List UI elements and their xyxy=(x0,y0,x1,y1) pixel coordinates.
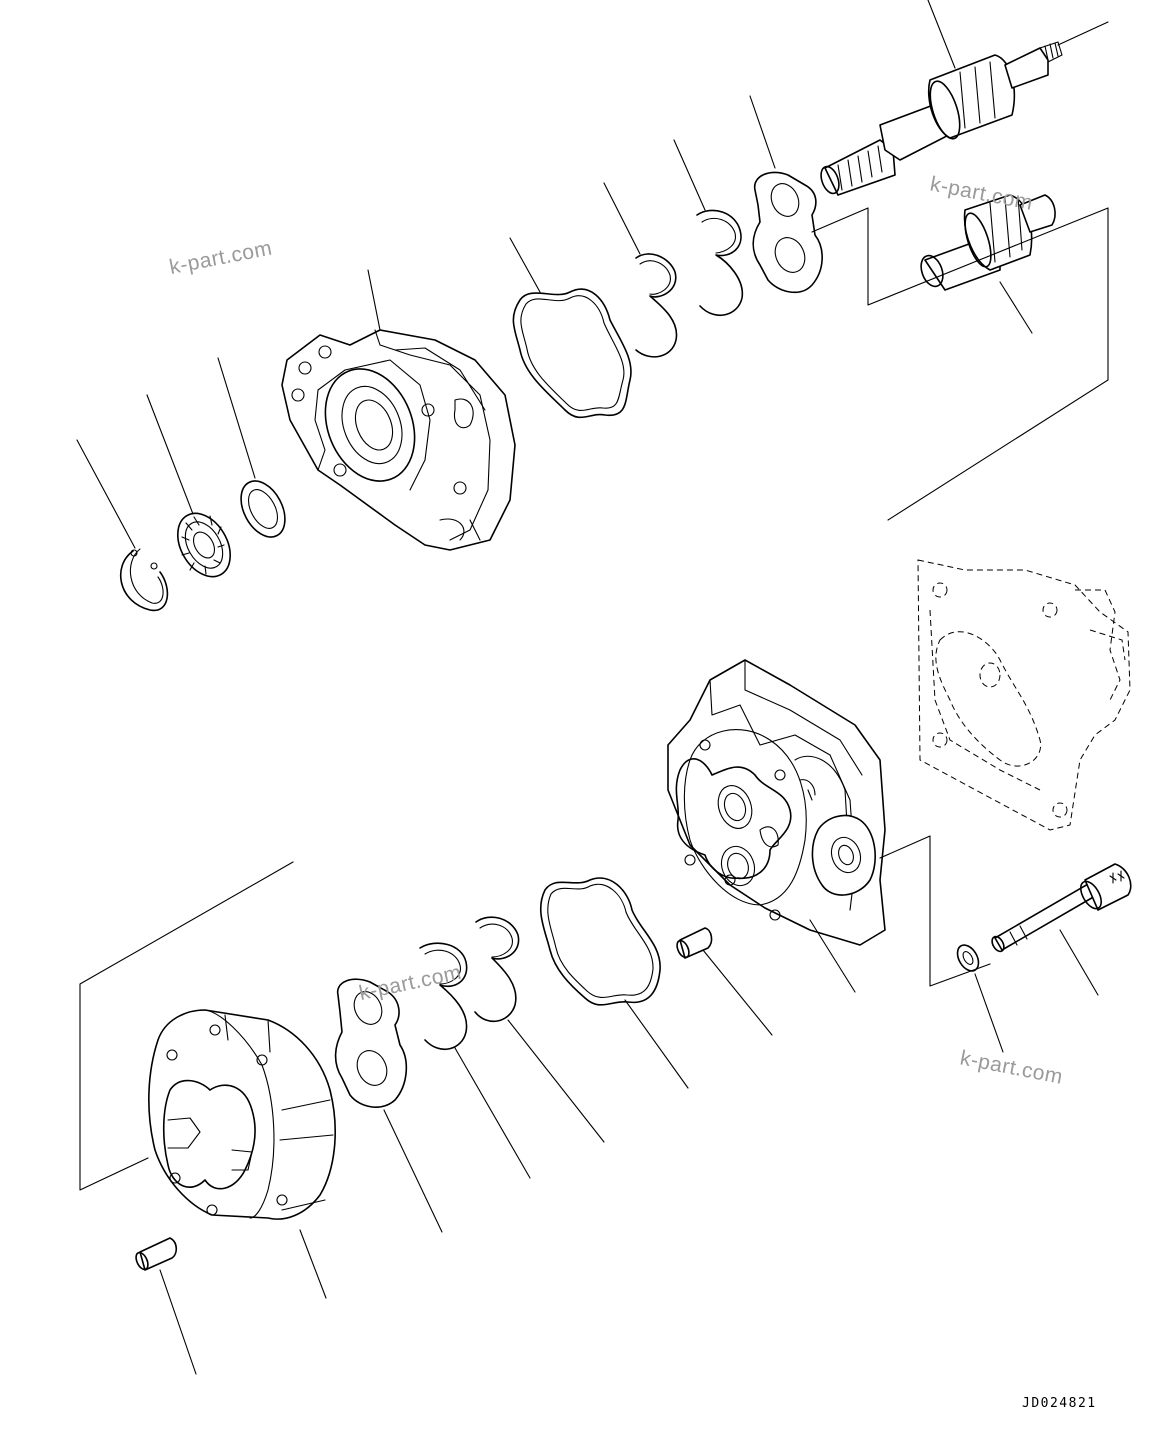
leader-front-cover xyxy=(367,269,381,331)
side-plate-upper xyxy=(752,171,823,294)
leader-gasket-lower xyxy=(624,999,689,1089)
leader-gasket-upper xyxy=(509,237,541,293)
washer-lower xyxy=(956,944,980,972)
bearing xyxy=(177,512,231,578)
leader-dowel-pin-left xyxy=(159,1269,197,1375)
clip-upper-b xyxy=(696,209,744,316)
leader-washer-lower xyxy=(974,973,1004,1053)
leader-side-plate-lower xyxy=(383,1109,443,1233)
assembly-bracket-upper xyxy=(811,207,1109,521)
leader-side-plate-upper xyxy=(749,95,776,169)
leader-gear-case xyxy=(299,1229,327,1299)
leader-driven-gear xyxy=(999,281,1033,334)
assembly-bracket-right xyxy=(879,835,991,987)
leader-drive-gear-shaft xyxy=(927,0,956,69)
dowel-pin-right xyxy=(676,927,713,959)
leader-clip-lower-a xyxy=(507,1019,605,1143)
dowel-pin-left xyxy=(135,1237,178,1271)
leader-bearing xyxy=(146,394,194,515)
washer-upper xyxy=(240,480,286,538)
clip-lower-a xyxy=(474,916,520,1023)
clip-lower-b xyxy=(419,942,468,1051)
leader-clip-upper-b xyxy=(673,139,706,211)
drive-gear-shaft xyxy=(820,41,1063,196)
leader-bolt xyxy=(1059,929,1099,996)
leader-washer-upper xyxy=(217,357,256,479)
driven-gear xyxy=(920,194,1056,291)
leader-pump-body xyxy=(809,919,856,993)
assembly-bracket-left xyxy=(79,861,294,1191)
clip-upper-a xyxy=(635,253,678,358)
drawing-code: JD024821 xyxy=(1022,1396,1097,1411)
side-plate-lower xyxy=(334,978,408,1108)
gear-case xyxy=(148,1009,336,1220)
leader-clip-upper-a xyxy=(603,182,641,255)
front-cover xyxy=(281,329,516,551)
gasket-upper xyxy=(512,288,632,419)
bolt xyxy=(991,863,1132,953)
pump-body xyxy=(667,659,886,946)
snap-ring-upper xyxy=(119,548,169,612)
leader-clip-lower-b xyxy=(454,1047,531,1179)
shaft-axis-upper xyxy=(1057,21,1109,46)
gasket-lower xyxy=(539,877,661,1006)
leader-snap-ring-upper xyxy=(76,439,136,549)
leader-dowel-pin-right xyxy=(702,949,773,1036)
pump-outline-reference xyxy=(917,559,1131,831)
